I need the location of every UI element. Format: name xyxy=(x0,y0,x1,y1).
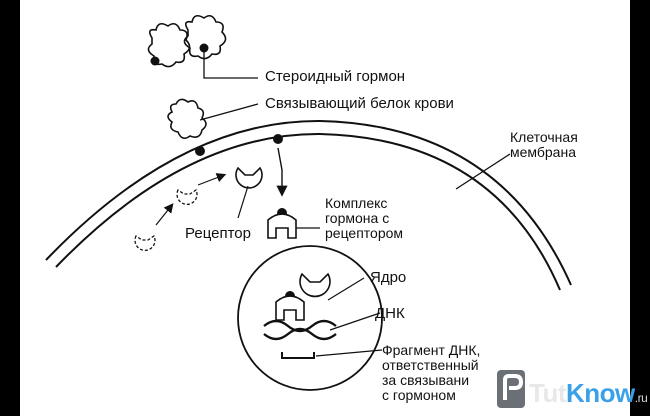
dna-fragment-leader xyxy=(315,349,383,357)
membrane-hormone-dot-2 xyxy=(273,134,283,144)
nucleus-receptor-shape xyxy=(299,272,331,298)
label-cell-membrane: Клеточная мембрана xyxy=(510,130,578,160)
recycle-arrow-1 xyxy=(155,203,174,226)
diagram-graphics xyxy=(45,14,572,391)
membrane-leader-line xyxy=(455,153,511,190)
hormone-dot-2 xyxy=(199,43,209,53)
label-nucleus: Ядро xyxy=(370,269,407,286)
binding-protein-shape-3 xyxy=(167,98,207,140)
label-complex-line-2: гормона с xyxy=(325,210,390,226)
dna-strand-1 xyxy=(263,319,337,333)
dashed-receptor-1 xyxy=(134,235,156,252)
nucleus-leader xyxy=(327,277,365,301)
complex-receptor-shape xyxy=(267,213,297,239)
nucleus-complex-shape xyxy=(275,295,305,321)
label-complex-line-1: Комплекс xyxy=(325,195,388,211)
recycle-arrow-2 xyxy=(197,173,227,186)
label-dna-fragment-line-3: за связывани xyxy=(382,372,470,388)
dna-leader xyxy=(329,312,381,331)
label-dna-fragment-line-1: Фрагмент ДНК, xyxy=(382,342,481,358)
binding-protein-leader xyxy=(199,103,259,121)
cell-membrane-outer xyxy=(45,119,572,286)
label-dna-fragment-line-4: с гормоном xyxy=(382,387,456,403)
watermark-part-2: Know xyxy=(566,378,635,408)
diagram-canvas: Стероидный гормон Связывающий белок кров… xyxy=(20,0,630,416)
watermark-part-1: Tut xyxy=(529,378,567,408)
label-dna: ДНК xyxy=(375,305,405,322)
watermark-logo: TutKnow.ru xyxy=(497,370,648,410)
entry-arrow xyxy=(276,147,288,197)
dna-strand-2 xyxy=(263,327,337,341)
dna-fragment-bracket xyxy=(281,352,315,359)
receptor-leader xyxy=(237,185,249,219)
binding-protein-shape-2 xyxy=(183,14,227,60)
hormone-dot-1 xyxy=(150,56,160,66)
steroid-hormone-leader xyxy=(203,52,258,79)
watermark-text: TutKnow.ru xyxy=(529,378,648,409)
label-dna-fragment: Фрагмент ДНК, ответственный за связывани… xyxy=(382,343,480,403)
nucleus-circle xyxy=(237,245,383,391)
label-cell-membrane-line-2: мембрана xyxy=(510,144,576,160)
label-cell-membrane-line-1: Клеточная xyxy=(510,129,578,145)
membrane-hormone-dot-1 xyxy=(195,146,205,156)
watermark-tld: .ru xyxy=(634,391,648,405)
label-complex-line-3: рецептором xyxy=(325,225,404,241)
label-steroid-hormone: Стероидный гормон xyxy=(265,68,406,85)
label-hormone-receptor-complex: Комплекс гормона с рецептором xyxy=(325,196,403,241)
dashed-receptor-2 xyxy=(176,189,198,206)
label-binding-protein: Связывающий белок крови xyxy=(265,95,454,112)
label-receptor: Рецептор xyxy=(185,225,251,242)
watermark-badge-icon xyxy=(497,370,525,408)
cell-membrane-inner xyxy=(55,132,561,291)
receptor-shape xyxy=(235,166,263,189)
label-dna-fragment-line-2: ответственный xyxy=(382,357,479,373)
